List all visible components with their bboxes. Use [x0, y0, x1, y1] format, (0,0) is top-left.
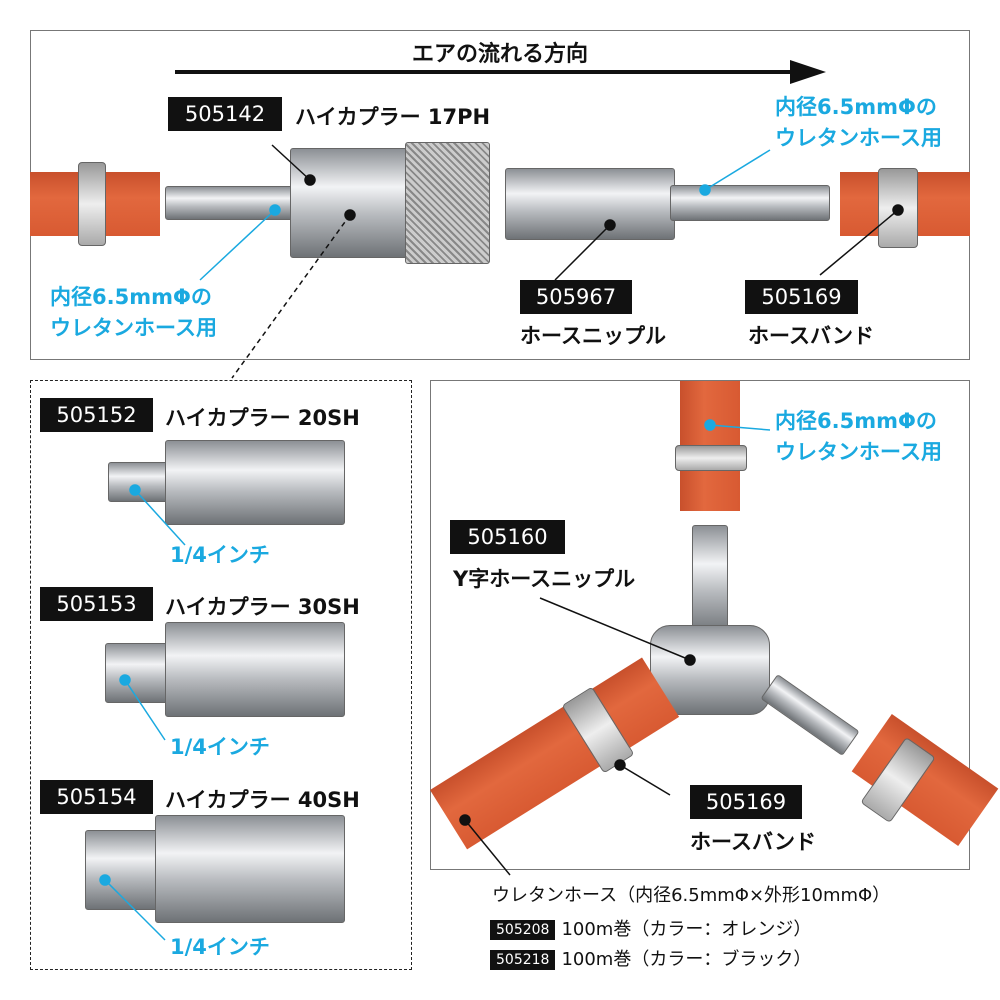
hose-note-right: 内径6.5mmΦのウレタンホース用: [775, 92, 942, 154]
variant-thread-label: 1/4インチ: [170, 543, 270, 567]
variant-thread: [85, 830, 165, 910]
y-hose-note: 内径6.5mmΦのウレタンホース用: [775, 406, 942, 468]
y-name: Y字ホースニップル: [453, 567, 636, 591]
flow-title: エアの流れる方向: [411, 42, 588, 67]
arrow-head-icon: [790, 60, 826, 84]
variants-panel: [30, 380, 412, 970]
hose-note-line: ウレタンホース用: [50, 316, 217, 340]
variant-thread-label: 1/4インチ: [170, 735, 270, 759]
variant-name: ハイカプラー 20SH: [165, 406, 360, 430]
band-name: ホースバンド: [748, 324, 874, 348]
hose-note-line: ウレタンホース用: [775, 440, 942, 464]
hose-note-line: 内径6.5mmΦの: [775, 409, 937, 433]
hose-item-code: 505208: [490, 920, 556, 940]
y-code: 505160: [450, 520, 565, 554]
nipple-name: ホースニップル: [520, 324, 666, 348]
y-barb-top: [692, 525, 728, 635]
coupler-30sh-body: [165, 622, 345, 717]
band-code: 505169: [745, 280, 858, 314]
hose-note-left: 内径6.5mmΦのウレタンホース用: [50, 282, 217, 344]
variant-code: 505152: [40, 398, 153, 432]
variant-thread-label: 1/4インチ: [170, 935, 270, 959]
variant-name: ハイカプラー 30SH: [165, 595, 360, 619]
y-panel: [430, 380, 970, 870]
y-nipple-body: [650, 625, 770, 715]
coupler-40sh-body: [155, 815, 345, 923]
hose-item-desc: 100m巻（カラー：ブラック）: [561, 949, 812, 970]
variant-name: ハイカプラー 40SH: [165, 788, 360, 812]
y-band-name: ホースバンド: [690, 830, 816, 854]
hose-item-desc: 100m巻（カラー：オレンジ）: [561, 919, 812, 940]
coupler-code: 505142: [168, 97, 282, 131]
hose-band-left: [78, 162, 106, 246]
variant-thread: [108, 462, 168, 502]
y-band-code: 505169: [690, 785, 802, 819]
hose-band-top: [675, 445, 747, 471]
coupler-sleeve: [405, 142, 490, 264]
nipple-body: [505, 168, 675, 240]
coupler-name: ハイカプラー 17PH: [295, 105, 491, 129]
variant-code: 505153: [40, 587, 153, 621]
hose-item-code: 505218: [490, 950, 556, 970]
coupler-17ph-body: [290, 148, 410, 258]
hose-note-line: 内径6.5mmΦの: [775, 95, 937, 119]
variant-thread: [105, 643, 170, 703]
hose-note-line: ウレタンホース用: [775, 126, 942, 150]
nipple-code: 505967: [520, 280, 632, 314]
variant-code: 505154: [40, 780, 153, 814]
hose-info-title: ウレタンホース（内径6.5mmΦ×外形10mmΦ）: [492, 885, 891, 906]
nipple-barb: [670, 185, 830, 221]
flow-arrow: [175, 70, 795, 74]
coupler-20sh-body: [165, 440, 345, 525]
hose-note-line: 内径6.5mmΦの: [50, 285, 212, 309]
